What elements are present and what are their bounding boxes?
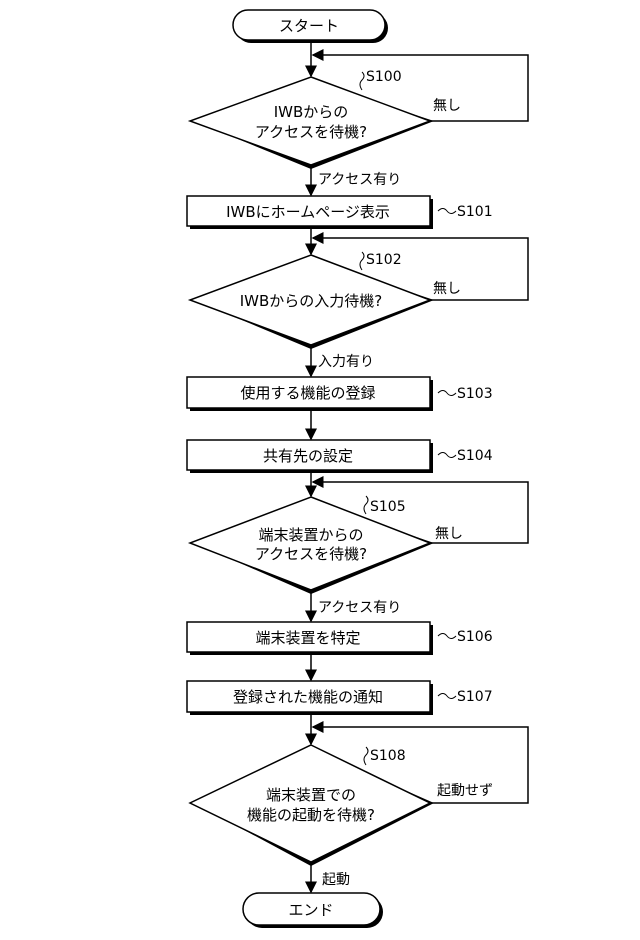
step-id: S108 [370,748,406,764]
process-text: 端末装置を特定 [255,629,360,647]
decision-s102: IWBからの入力待機? S102 無し 入力有り [190,252,461,370]
decision-s105: 端末装置からの アクセスを待機? S105 無し アクセス有り [190,496,463,616]
process-text: 共有先の設定 [263,447,353,465]
branch-yes-label: 起動 [322,872,350,888]
branch-no-label: 起動せず [437,783,493,799]
process-s107: 登録された機能の通知 S107 [187,681,493,715]
decision-text: 端末装置での [266,786,356,804]
decision-s100: IWBからの アクセスを待機? S100 無し アクセス有り [190,69,461,188]
step-id: S106 [457,629,493,645]
end-label: エンド [288,901,333,919]
process-s106: 端末装置を特定 S106 [187,622,493,655]
decision-text: 端末装置からの [258,526,363,544]
branch-no-label: 無し [433,281,461,297]
step-id: S104 [457,448,493,464]
decision-text: 機能の起動を待機? [247,806,375,824]
decision-text: アクセスを待機? [255,545,367,563]
decision-text: アクセスを待機? [255,123,367,141]
start-label: スタート [279,17,339,35]
process-text: 使用する機能の登録 [240,384,375,402]
process-s101: IWBにホームページ表示 S101 [187,196,493,229]
branch-yes-label: アクセス有り [318,600,401,616]
branch-yes-label: 入力有り [318,354,374,370]
decision-text: IWBからの [274,103,349,121]
step-id: S101 [457,204,493,220]
decision-s108: 端末装置での 機能の起動を待機? S108 起動せず 起動 [190,745,493,888]
step-id: S107 [457,689,493,705]
decision-text: IWBからの入力待機? [240,292,383,310]
process-text: 登録された機能の通知 [233,688,383,706]
branch-no-label: 無し [435,526,463,542]
step-id: S105 [370,499,406,515]
branch-yes-label: アクセス有り [318,172,401,188]
start-terminal: スタート [233,10,388,43]
step-id: S102 [366,252,402,268]
process-s104: 共有先の設定 S104 [187,440,493,473]
end-terminal: エンド [243,893,383,928]
process-text: IWBにホームページ表示 [226,203,390,221]
process-s103: 使用する機能の登録 S103 [187,377,493,411]
step-id: S100 [366,69,402,85]
step-id: S103 [457,386,493,402]
branch-no-label: 無し [433,98,461,114]
